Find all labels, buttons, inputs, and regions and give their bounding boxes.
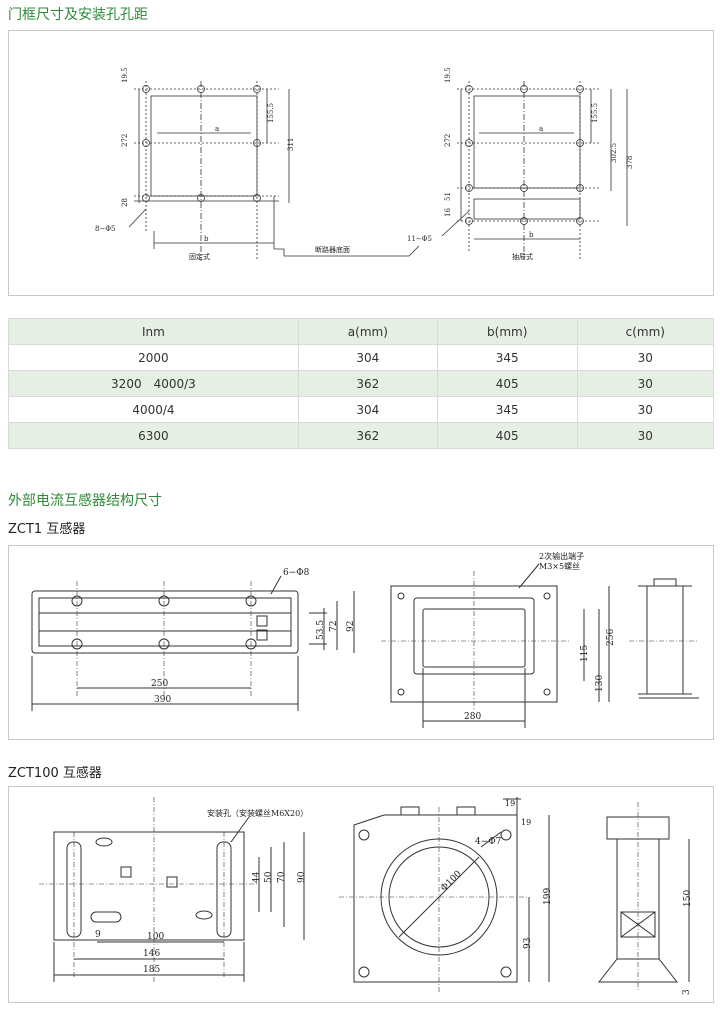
- table-cell: 362: [297, 370, 438, 397]
- zct100-dim-50: 50: [264, 871, 274, 883]
- drawout-dim-16: 16: [444, 208, 452, 217]
- zct1-dim-115: 115: [580, 645, 590, 662]
- zct100-body-side: [353, 814, 518, 983]
- zct100-dim-185: 185: [143, 965, 160, 975]
- zct100-title: ZCT100 互感器: [8, 766, 102, 781]
- zct100-dim-44: 44: [252, 871, 262, 883]
- table-row: 4000/4 304 345 30: [8, 396, 715, 423]
- fixed-caption: 固定式: [189, 252, 210, 261]
- zct100-mount-label: 安装孔（安装螺丝M6X20）: [207, 808, 308, 818]
- spec-table: Inm a(mm) b(mm) c(mm) 2000 304 345 30 32…: [8, 318, 715, 449]
- fixed-dim-28: 28: [121, 198, 129, 207]
- zct100-dim-100: 100: [147, 932, 164, 942]
- zct100-dim-150: 150: [683, 890, 693, 907]
- zct100-dim-70: 70: [277, 871, 287, 883]
- header-a: a(mm): [297, 318, 438, 345]
- section-title-ct-dimensions: 外部电流互感器结构尺寸: [8, 493, 162, 509]
- zct100-body-front: [53, 831, 245, 941]
- table-cell: 30: [576, 344, 715, 371]
- zct1-dim-250: 250: [151, 679, 168, 689]
- drawout-dim-19-5: 19.5: [444, 67, 452, 83]
- drawout-holes-label: 11−Φ5: [407, 235, 432, 243]
- table-cell: 30: [576, 370, 715, 397]
- table-cell: 6300: [8, 422, 299, 449]
- table-cell: 405: [436, 370, 578, 397]
- table-cell: 304: [297, 344, 438, 371]
- table-cell: 4000/4: [8, 396, 299, 423]
- zct1-dim-256: 256: [606, 629, 616, 646]
- zct100-svg: 安装孔（安装螺丝M6X20） 100 146 185 9 44 50 70 90…: [39, 797, 693, 995]
- table-cell: 345: [436, 344, 578, 371]
- table-row: 2000 304 345 30: [8, 344, 715, 371]
- drawout-dim-b: b: [529, 231, 534, 239]
- zct100-dim-93: 93: [523, 937, 533, 949]
- drawout-frame-outline: [473, 95, 581, 189]
- zct100-dim-199: 199: [543, 888, 553, 905]
- zct100-dia-label: Φ100: [439, 869, 464, 894]
- fixed-frame-outline: [150, 95, 258, 197]
- zct100-dim-19: 19: [505, 799, 515, 808]
- zct1-dim-130: 130: [595, 675, 605, 692]
- drawout-dim-a: a: [539, 125, 543, 133]
- zct1-dim-92: 92: [346, 621, 356, 632]
- zct1-screw-label: M3×5螺丝: [539, 561, 580, 571]
- table-cell: 304: [297, 396, 438, 423]
- zct100-dim-146: 146: [143, 949, 160, 959]
- table-cell: 3200 4000/3: [8, 370, 299, 397]
- zct100-dim-19b: 19: [521, 818, 531, 827]
- fixed-dim-155-5: 155.5: [267, 103, 275, 123]
- drawout-dim-378: 378: [626, 156, 634, 169]
- fixed-holes-label: 8−Φ5: [95, 225, 116, 233]
- fixed-dim-19-5: 19.5: [121, 67, 129, 83]
- breaker-bottom-label: 断路器底面: [315, 245, 350, 254]
- table-cell: 362: [297, 422, 438, 449]
- zct1-dim-53-5: 53.5: [316, 620, 326, 640]
- drawout-dim-155-5: 155.5: [591, 103, 599, 123]
- section-title-frame-dimensions: 门框尺寸及安装孔孔距: [8, 7, 148, 23]
- frame-dimension-svg: 19.5 272 28 155.5 311 a b 8−Φ5 固定式 断路器底面…: [95, 67, 634, 261]
- drawout-dim-302-5: 302.5: [610, 143, 618, 163]
- fixed-dim-a: a: [215, 125, 219, 133]
- header-b: b(mm): [436, 318, 578, 345]
- drawout-dim-51: 51: [444, 192, 452, 201]
- frame-dimension-drawing: 19.5 272 28 155.5 311 a b 8−Φ5 固定式 断路器底面…: [8, 30, 714, 296]
- zct1-dim-390: 390: [154, 695, 171, 705]
- fixed-dim-b: b: [204, 235, 209, 243]
- zct100-drawing: 安装孔（安装螺丝M6X20） 100 146 185 9 44 50 70 90…: [8, 786, 714, 1003]
- fixed-dim-272: 272: [121, 134, 129, 147]
- zct100-holes-label: 4−Φ7: [475, 837, 502, 847]
- table-header-row: Inm a(mm) b(mm) c(mm): [8, 318, 715, 345]
- zct1-drawing: 6−Φ8 250 390 53.5 72 92 2次输出端子 M3×5螺丝 28…: [8, 545, 714, 740]
- table-cell: 30: [576, 422, 715, 449]
- table-cell: 30: [576, 396, 715, 423]
- table-cell: 405: [436, 422, 578, 449]
- fixed-hole: [142, 85, 150, 93]
- header-c: c(mm): [576, 318, 715, 345]
- drawout-dim-272: 272: [444, 134, 452, 147]
- fixed-dim-311: 311: [287, 138, 295, 151]
- zct1-body-front: [31, 590, 299, 654]
- drawout-caption: 抽屉式: [512, 252, 533, 261]
- zct100-dim-90: 90: [297, 871, 307, 883]
- table-cell: 2000: [8, 344, 299, 371]
- zct100-dim-3: 3: [682, 989, 692, 995]
- zct1-svg: 6−Φ8 250 390 53.5 72 92 2次输出端子 M3×5螺丝 28…: [31, 551, 699, 728]
- header-inm: Inm: [8, 318, 299, 345]
- table-row: 3200 4000/3 362 405 30: [8, 370, 715, 397]
- zct1-holes-label: 6−Φ8: [283, 568, 310, 578]
- zct100-dim-9: 9: [95, 930, 101, 940]
- zct1-title: ZCT1 互感器: [8, 522, 86, 537]
- table-row: 6300 362 405 30: [8, 422, 715, 449]
- zct1-dim-280: 280: [464, 712, 481, 722]
- table-cell: 345: [436, 396, 578, 423]
- zct1-dim-72: 72: [329, 621, 339, 632]
- zct1-terminal-label: 2次输出端子: [539, 551, 584, 561]
